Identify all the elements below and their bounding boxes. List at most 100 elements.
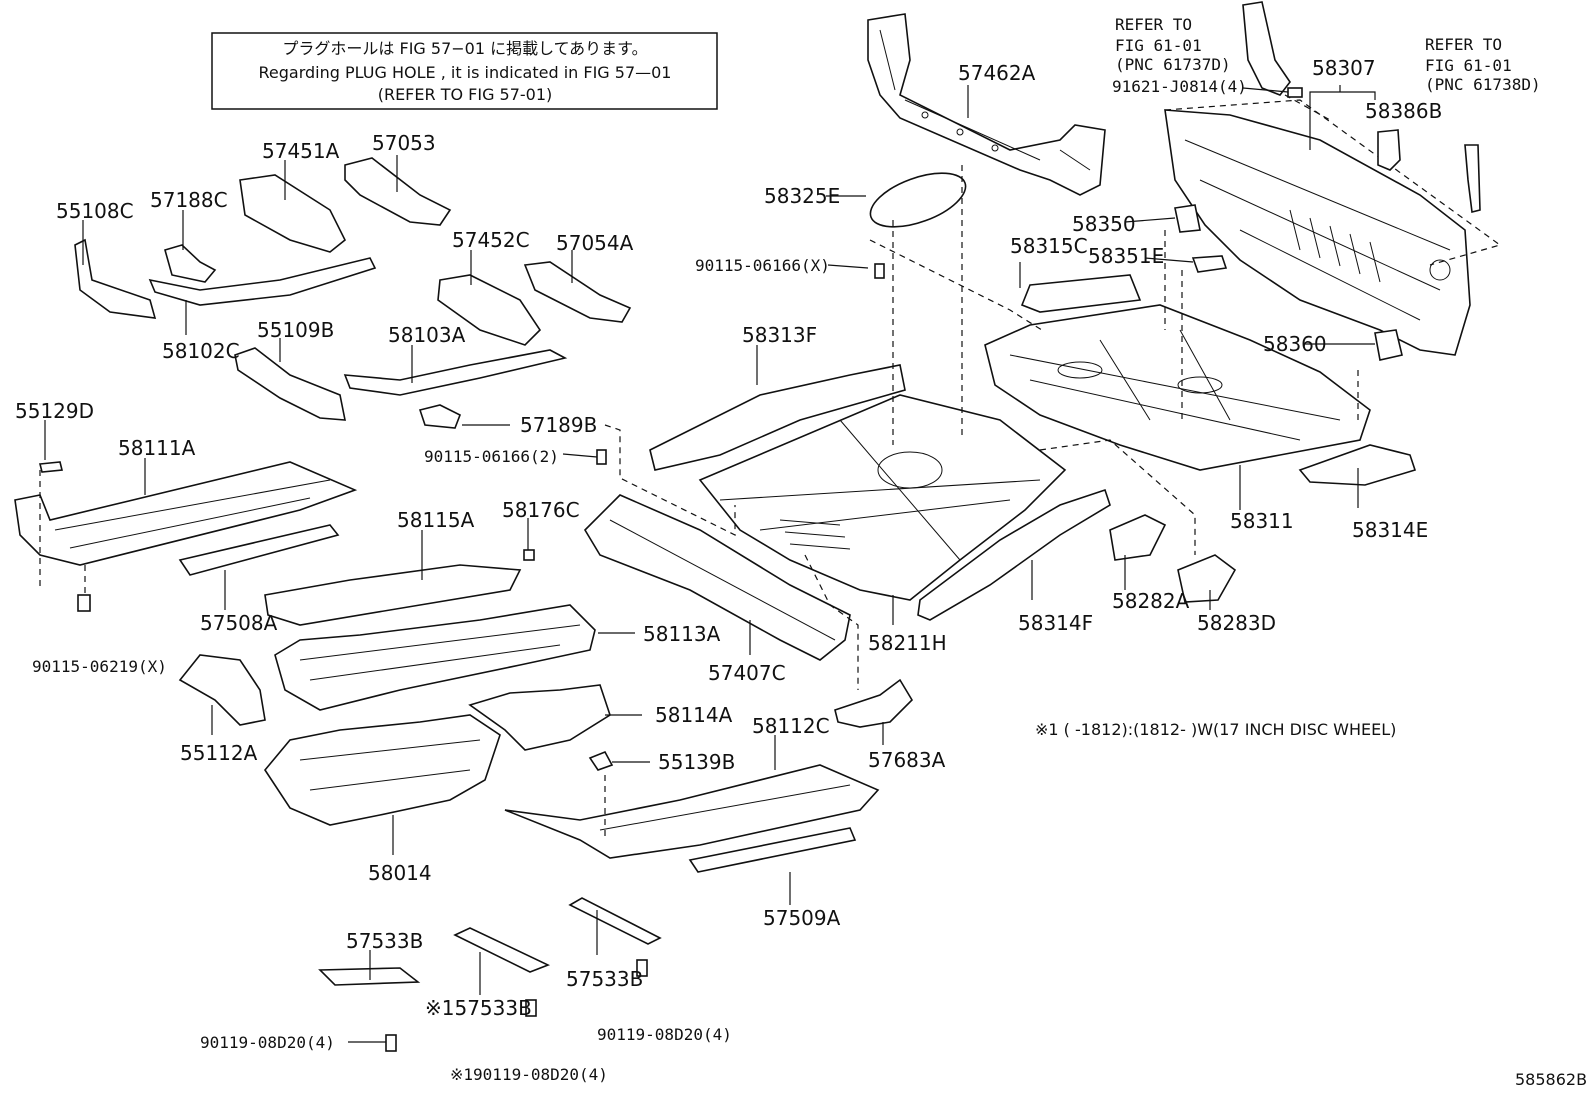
label-55139b[interactable]: 55139B (658, 750, 735, 774)
part-58113a-drawing (274, 604, 596, 711)
label-57053[interactable]: 57053 (372, 131, 436, 155)
label-91621[interactable]: 91621-J0814(4) (1112, 77, 1247, 96)
label-58313f[interactable]: 58313F (742, 323, 817, 347)
label-58386b[interactable]: 58386B (1365, 99, 1442, 123)
notice-jp: プラグホールは FIG 57−01 に掲載してあります。 (282, 39, 647, 58)
label-58113a[interactable]: 58113A (643, 622, 721, 646)
part-57451a-drawing (239, 174, 347, 253)
part-57508a-drawing (178, 524, 340, 576)
refer-right-line3: (PNC 61738D) (1425, 75, 1541, 94)
label-58325e[interactable]: 58325E (764, 184, 840, 208)
part-57054a-drawing (523, 261, 632, 323)
label-58351e[interactable]: 58351E (1088, 244, 1164, 268)
dashed-guides (39, 94, 1359, 840)
label-58283d[interactable]: 58283D (1197, 611, 1276, 635)
part-58360-drawing (1374, 329, 1403, 361)
refer-left-line1: REFER TO (1115, 15, 1192, 34)
label-57533b-c[interactable]: 57533B (566, 967, 643, 991)
refer-block-right: REFER TO FIG 61-01 (PNC 61738D) (1425, 35, 1541, 94)
part-57509a-drawing (688, 827, 857, 873)
label-90115-x-top[interactable]: 90115-06166(X) (695, 256, 830, 275)
screw-90115-x (874, 263, 885, 279)
part-58102c-drawing (148, 257, 377, 306)
label-58115a[interactable]: 58115A (397, 508, 475, 532)
label-58314f[interactable]: 58314F (1018, 611, 1093, 635)
label-58102c[interactable]: 58102C (162, 339, 240, 363)
label-58282a[interactable]: 58282A (1112, 589, 1190, 613)
part-57462a-drawing (867, 13, 1106, 196)
label-58360[interactable]: 58360 (1263, 332, 1327, 356)
label-90119-a[interactable]: 90119-08D20(4) (200, 1033, 335, 1052)
part-57533b-drawing-a (318, 967, 421, 986)
label-57509a[interactable]: 57509A (763, 906, 841, 930)
label-55112a[interactable]: 55112A (180, 741, 258, 765)
label-58211h[interactable]: 58211H (868, 631, 947, 655)
part-58283d-drawing (1177, 554, 1237, 603)
label-58307[interactable]: 58307 (1312, 56, 1376, 80)
part-58314e-drawing (1298, 444, 1417, 486)
label-58112c[interactable]: 58112C (752, 714, 830, 738)
part-labels: 57462A 58307 91621-J0814(4) 58386B 57451… (15, 56, 1442, 1084)
label-58014[interactable]: 58014 (368, 861, 432, 885)
refer-right-line1: REFER TO (1425, 35, 1502, 54)
part-58176c-drawing (523, 549, 535, 561)
bolt-90119-b (525, 999, 537, 1017)
bolt-90119-c (636, 959, 648, 977)
label-58311[interactable]: 58311 (1230, 509, 1294, 533)
part-55129d-drawing (38, 461, 64, 473)
label-90115-2[interactable]: 90115-06166(2) (424, 447, 559, 466)
part-58014-drawing (264, 714, 501, 826)
part-57533b-drawing-c (568, 897, 662, 945)
screw-90115-2 (596, 449, 607, 465)
screw-90115-06219 (77, 594, 91, 612)
notice-en: Regarding PLUG HOLE , it is indicated in… (259, 63, 672, 82)
part-58315c-drawing (1020, 274, 1142, 313)
refer-block-left: REFER TO FIG 61-01 (PNC 61737D) (1115, 15, 1231, 74)
label-57533b-b[interactable]: ※157533B (425, 996, 532, 1020)
label-58103a[interactable]: 58103A (388, 323, 466, 347)
part-55112a-drawing (178, 654, 266, 726)
leader-lines (44, 85, 1376, 1043)
label-55108c[interactable]: 55108C (56, 199, 134, 223)
label-55109b[interactable]: 55109B (257, 318, 334, 342)
label-57188c[interactable]: 57188C (150, 188, 228, 212)
label-55129d[interactable]: 55129D (15, 399, 94, 423)
part-58351e-drawing (1191, 255, 1228, 273)
label-57407c[interactable]: 57407C (708, 661, 786, 685)
label-57533b-a[interactable]: 57533B (346, 929, 423, 953)
bolt-90119-a (385, 1034, 397, 1052)
part-58307-drawing (1164, 99, 1502, 356)
part-57683a-drawing (834, 678, 914, 728)
part-55139b-drawing (588, 750, 614, 771)
label-57508a[interactable]: 57508A (200, 611, 278, 635)
footnote: ※1 ( -1812):(1812- )W(17 INCH DISC WHEEL… (1035, 720, 1396, 739)
label-58315c[interactable]: 58315C (1010, 234, 1088, 258)
label-58114a[interactable]: 58114A (655, 703, 733, 727)
part-58325e-drawing (869, 172, 967, 228)
label-90119-b[interactable]: ※190119-08D20(4) (450, 1065, 608, 1084)
label-57189b[interactable]: 57189B (520, 413, 597, 437)
label-57054a[interactable]: 57054A (556, 231, 634, 255)
label-57683a[interactable]: 57683A (868, 748, 946, 772)
label-90119-c[interactable]: 90119-08D20(4) (597, 1025, 732, 1044)
label-58350[interactable]: 58350 (1072, 212, 1136, 236)
label-58176c[interactable]: 58176C (502, 498, 580, 522)
reference-bracket-right (1464, 144, 1481, 213)
part-58311-drawing (984, 304, 1371, 471)
label-57452c[interactable]: 57452C (452, 228, 530, 252)
reference-bracket-left (1242, 1, 1291, 96)
part-58386b-drawing (1377, 129, 1401, 171)
part-57452c-drawing (437, 274, 542, 346)
part-55108c-drawing (74, 238, 157, 319)
label-58314e[interactable]: 58314E (1352, 518, 1428, 542)
part-58103a-drawing (343, 349, 568, 396)
part-58115a-drawing (264, 564, 522, 626)
part-55109b-drawing (234, 347, 346, 421)
notice-ref: (REFER TO FIG 57-01) (378, 85, 553, 104)
label-57451a[interactable]: 57451A (262, 139, 340, 163)
label-58111a[interactable]: 58111A (118, 436, 196, 460)
label-90115-06219[interactable]: 90115-06219(X) (32, 657, 167, 676)
label-57462a[interactable]: 57462A (958, 61, 1036, 85)
